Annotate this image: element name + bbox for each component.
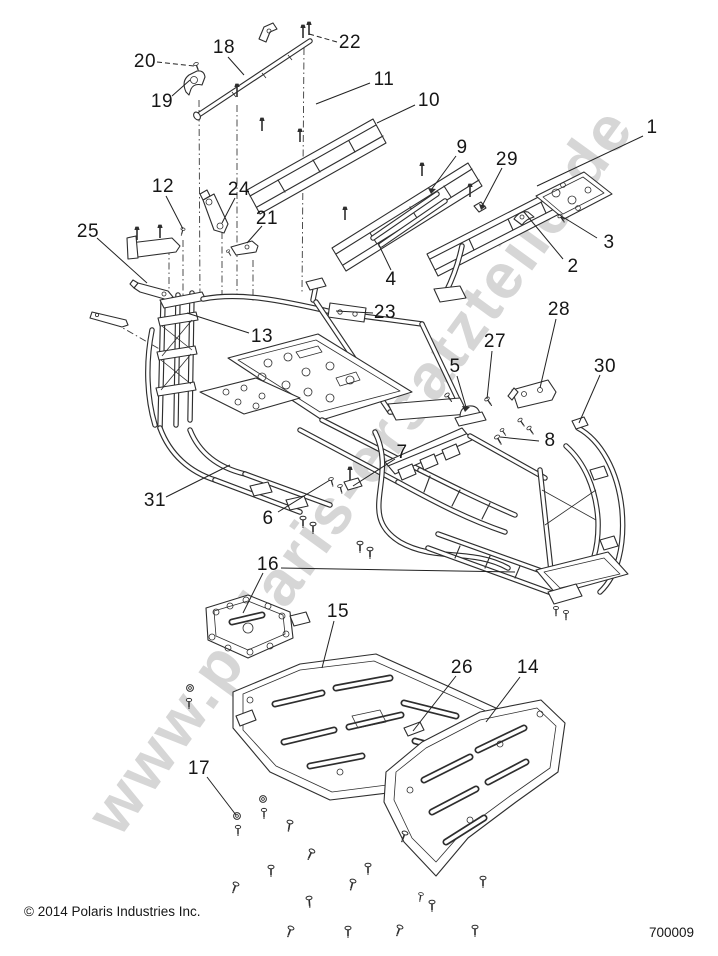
- part-22-clamp: [258, 20, 313, 43]
- copyright-text: © 2014 Polaris Industries Inc.: [24, 904, 201, 919]
- bracket-28: [498, 379, 557, 438]
- skid-plate-14: [383, 699, 566, 877]
- leader-line-26: [412, 675, 457, 732]
- leader-line-22: [308, 33, 338, 43]
- leader-line-20: [156, 61, 195, 67]
- leader-line-12: [165, 195, 184, 230]
- leader-line-16: [280, 567, 516, 573]
- drawing-number: 700009: [649, 925, 695, 940]
- leader-line-16: [242, 572, 264, 614]
- leader-line-14: [485, 676, 521, 723]
- cross-rail-5-7-8: [384, 391, 548, 481]
- rail-assembly-1-2-3: [426, 171, 613, 303]
- rear-frame: [425, 416, 629, 622]
- leader-line-10: [376, 104, 416, 124]
- part-18-tube: [193, 38, 313, 121]
- leader-line-6: [277, 479, 331, 513]
- leader-line-30: [578, 374, 601, 424]
- leader-line-31: [165, 464, 231, 498]
- leader-line-1: [536, 135, 644, 187]
- leader-line-7: [352, 458, 396, 487]
- leader-line-19: [171, 79, 191, 97]
- leader-line-8: [499, 436, 540, 442]
- leader-line-23: [335, 310, 374, 314]
- bracket-under-12: [126, 223, 186, 260]
- skid-plate-16: [205, 594, 311, 659]
- leader-line-5: [456, 375, 467, 408]
- leader-line-13: [186, 312, 250, 334]
- leader-line-24: [221, 197, 236, 224]
- leader-line-25: [96, 237, 148, 284]
- leader-line-4: [377, 242, 392, 271]
- leader-line-21: [246, 225, 263, 244]
- rail-assembly-4-9: [331, 161, 483, 272]
- leader-line-3: [557, 213, 598, 239]
- part-21-bracket: [225, 240, 259, 258]
- leader-line-2: [523, 211, 564, 260]
- leader-line-27: [486, 350, 493, 400]
- leader-line-9: [430, 155, 457, 191]
- leader-line-17: [206, 776, 237, 816]
- callout-leader-lines: [96, 33, 644, 816]
- part-19-bracket: [183, 61, 241, 98]
- leader-line-15: [321, 620, 335, 669]
- leader-line-28: [539, 318, 557, 389]
- leader-line-18: [227, 56, 245, 76]
- rail-assembly-10-11: [246, 116, 387, 215]
- leader-line-11: [315, 82, 371, 105]
- leader-line-29: [481, 167, 503, 207]
- part-24-strap: [199, 189, 229, 234]
